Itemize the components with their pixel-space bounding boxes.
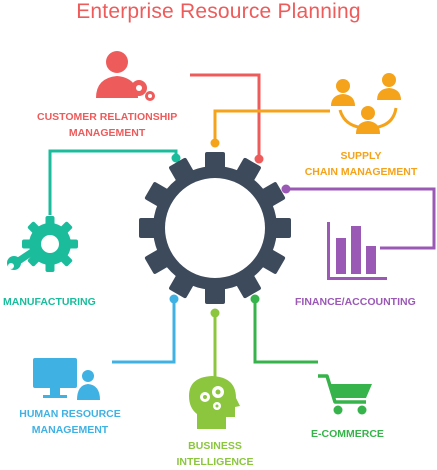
crm-connector <box>190 73 261 158</box>
hr-dot <box>169 294 179 304</box>
crm-dot <box>254 154 264 164</box>
bi-dot <box>210 308 220 318</box>
gear-wrench-icon <box>7 216 78 272</box>
central-gear-icon <box>139 152 291 304</box>
diagram-title: Enterprise Resource Planning <box>76 0 361 23</box>
ecommerce-label: E-COMMERCE <box>311 426 384 442</box>
crm-label-line2: MANAGEMENT <box>68 127 146 139</box>
hr-label: HUMAN RESOURCE MANAGEMENT <box>14 406 126 438</box>
shopping-cart-icon <box>318 374 372 415</box>
ecommerce-dot <box>250 294 260 304</box>
people-network-icon <box>331 73 401 134</box>
manufacturing-dot <box>171 153 181 163</box>
head-gears-icon <box>189 376 240 429</box>
computer-user-icon <box>33 358 100 400</box>
crm-label-line1: CUSTOMER RELATIONSHIP <box>37 111 178 123</box>
hr-label-line2: MANAGEMENT <box>31 424 109 436</box>
supply-dot <box>210 138 220 148</box>
finance-connector <box>286 187 436 250</box>
finance-dot <box>281 184 291 194</box>
supply-label-line1: SUPPLY <box>340 150 382 162</box>
user-gear-icon <box>96 51 155 101</box>
supply-chain-label: SUPPLY CHAIN MANAGEMENT <box>291 148 431 180</box>
supply-connector <box>213 109 330 143</box>
hr-label-line1: HUMAN RESOURCE <box>19 408 121 420</box>
ecommerce-connector <box>253 299 318 364</box>
manufacturing-label-line1: MANUFACTURING <box>3 296 96 308</box>
ecommerce-label-line1: E-COMMERCE <box>311 428 384 440</box>
bi-label-line1: BUSINESS <box>188 440 242 452</box>
finance-label-line1: FINANCE/ACCOUNTING <box>295 296 416 308</box>
bi-label-line2: INTELLIGENCE <box>176 456 254 468</box>
supply-label-line2: CHAIN MANAGEMENT <box>304 166 418 178</box>
manufacturing-label: MANUFACTURING <box>3 294 96 310</box>
hr-connector <box>112 299 176 364</box>
finance-label: FINANCE/ACCOUNTING <box>295 294 416 310</box>
crm-label: CUSTOMER RELATIONSHIP MANAGEMENT <box>37 109 177 141</box>
bar-chart-icon <box>327 222 387 280</box>
bi-label: BUSINESS INTELLIGENCE <box>168 438 262 470</box>
